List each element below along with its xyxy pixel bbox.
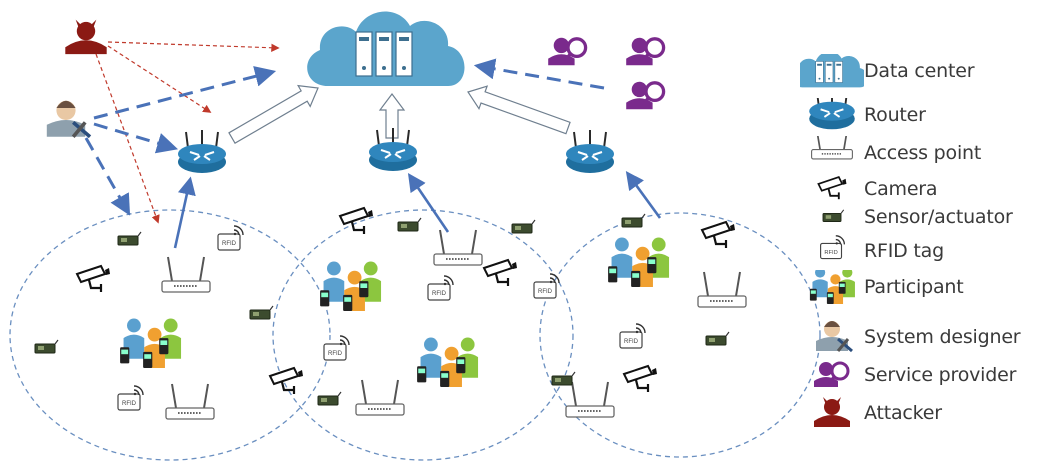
legend-item-router: Router — [800, 98, 926, 132]
sensor-icon — [705, 331, 730, 346]
rfid-tag-icon: RFID — [427, 275, 454, 301]
attack-arrow — [107, 45, 212, 113]
data-flow-arrow — [228, 84, 319, 145]
system-designer-icon — [800, 320, 864, 354]
rfid-tag-icon: RFID — [533, 273, 560, 299]
legend-label: Router — [864, 104, 926, 126]
devices-and-actors: RFID RFID RFID RFID RFID RFID — [34, 11, 747, 420]
router-icon — [369, 128, 417, 171]
legend-item-access-point: Access point — [800, 136, 981, 170]
legend-item-provider: Service provider — [800, 358, 1016, 392]
management-arrow — [84, 137, 131, 216]
participant-icon — [800, 270, 864, 304]
system-designer-icon — [46, 100, 92, 139]
attacker-icon — [800, 396, 864, 430]
sensor-icon — [551, 371, 576, 386]
data-flow-arrow — [467, 85, 571, 135]
router-icon — [800, 98, 864, 132]
management-arrow — [93, 122, 179, 154]
connections — [84, 41, 662, 249]
rfid-tag-icon: RFID — [323, 335, 350, 361]
sensor-icon — [511, 219, 536, 234]
coverage-circle — [9, 209, 331, 461]
rfid-label: RFID — [624, 339, 639, 345]
coverage-areas — [9, 209, 821, 461]
camera-icon — [622, 364, 657, 392]
participant-icon — [120, 318, 182, 368]
sensor-icon — [621, 213, 646, 228]
legend-label: Camera — [864, 178, 938, 200]
legend-item-participant: Participant — [800, 270, 964, 304]
participant-icon — [320, 261, 382, 311]
sensor-icon — [117, 231, 142, 246]
data-center-icon — [307, 11, 465, 86]
access-point-icon — [161, 256, 211, 293]
legend-item-camera: Camera — [800, 172, 938, 206]
management-arrow — [473, 58, 605, 90]
attacker-icon — [65, 19, 107, 55]
access-point-icon — [565, 381, 615, 418]
rfid-tag-icon: RFID — [619, 323, 646, 349]
data-center-icon — [800, 54, 864, 88]
legend-label: System designer — [864, 326, 1021, 348]
uplink-arrow — [407, 172, 450, 233]
legend-label: Participant — [864, 276, 964, 298]
camera-icon — [75, 264, 110, 292]
service-provider-icon — [626, 37, 666, 66]
uplink-arrow — [173, 176, 196, 249]
rfid-label: RFID — [222, 241, 237, 247]
participant-icon — [417, 337, 479, 387]
legend-item-designer: System designer — [800, 320, 1021, 354]
rfid-label: RFID — [538, 289, 553, 295]
access-point-icon — [697, 271, 747, 308]
sensor-icon — [317, 391, 342, 406]
access-point-icon — [800, 136, 864, 170]
attack-arrow — [95, 53, 160, 224]
legend-label: Sensor/actuator — [864, 206, 1013, 228]
camera-icon — [268, 366, 303, 394]
camera-icon — [338, 206, 373, 234]
camera-icon — [800, 172, 864, 206]
rfid-label: RFID — [122, 401, 137, 407]
legend-label: RFID tag — [864, 240, 944, 262]
rfid-tag-icon: RFID — [117, 385, 144, 411]
participant-icon — [608, 237, 670, 287]
router-icon — [566, 130, 614, 173]
rfid-tag-icon: RFID — [217, 225, 244, 251]
legend-item-attacker: Attacker — [800, 396, 942, 430]
service-provider-icon — [626, 81, 666, 110]
data-flow-arrow — [378, 93, 406, 139]
legend-item-sensor: Sensor/actuator — [800, 200, 1013, 234]
access-point-icon — [433, 229, 483, 266]
sensor-icon — [397, 217, 422, 232]
legend-label: Access point — [864, 142, 982, 164]
rfid-label: RFID — [824, 250, 837, 256]
legend-label: Attacker — [864, 402, 942, 424]
sensor-icon — [249, 305, 274, 320]
access-point-icon — [355, 379, 405, 416]
legend-item-data-center: Data center — [800, 54, 975, 88]
legend-item-rfid: RFID RFID tag — [800, 234, 944, 268]
sensor-icon — [34, 339, 59, 354]
service-provider-icon — [800, 358, 864, 392]
coverage-circle — [272, 209, 574, 461]
attack-arrow — [107, 41, 280, 52]
uplink-arrow — [625, 171, 662, 219]
rfid-label: RFID — [328, 351, 343, 357]
camera-icon — [482, 258, 517, 286]
sensor-icon — [800, 200, 864, 234]
access-point-icon — [165, 383, 215, 420]
service-provider-icon — [548, 37, 588, 66]
legend-label: Service provider — [864, 364, 1017, 386]
management-arrow — [93, 66, 277, 120]
coverage-circle — [539, 212, 821, 458]
rfid-label: RFID — [432, 291, 447, 297]
rfid-tag-icon: RFID — [800, 234, 864, 268]
router-icon — [178, 130, 226, 173]
legend-label: Data center — [864, 60, 975, 82]
camera-icon — [700, 220, 735, 248]
